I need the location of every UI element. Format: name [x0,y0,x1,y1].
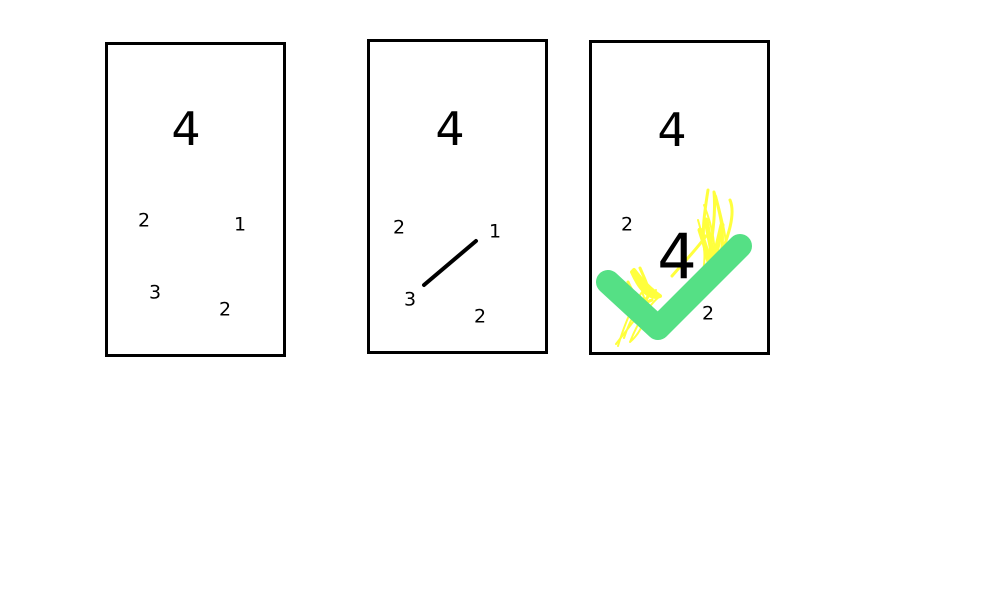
number-tile-top-right[interactable]: 1 [233,213,247,236]
number-tile-top-left[interactable]: 2 [620,213,634,236]
number-tile-bottom-left[interactable]: 3 [403,288,417,311]
target-number: 4 [435,102,465,156]
puzzle-card-3[interactable]: 4 2 2 [589,40,770,355]
target-number: 4 [171,102,201,156]
number-tile-top-right[interactable]: 1 [488,220,502,243]
number-tile-bottom-right[interactable]: 2 [701,302,715,325]
puzzle-card-2[interactable]: 4 2 1 3 2 [367,39,548,354]
number-tile-bottom-left[interactable]: 3 [148,281,162,304]
number-tile-bottom-right[interactable]: 2 [473,305,487,328]
number-tile-top-left[interactable]: 2 [392,216,406,239]
target-number: 4 [657,103,687,157]
result-number: 4 [657,220,697,293]
number-tile-top-left[interactable]: 2 [137,209,151,232]
puzzle-card-1[interactable]: 4 2 1 3 2 [105,42,286,357]
number-tile-bottom-right[interactable]: 2 [218,298,232,321]
